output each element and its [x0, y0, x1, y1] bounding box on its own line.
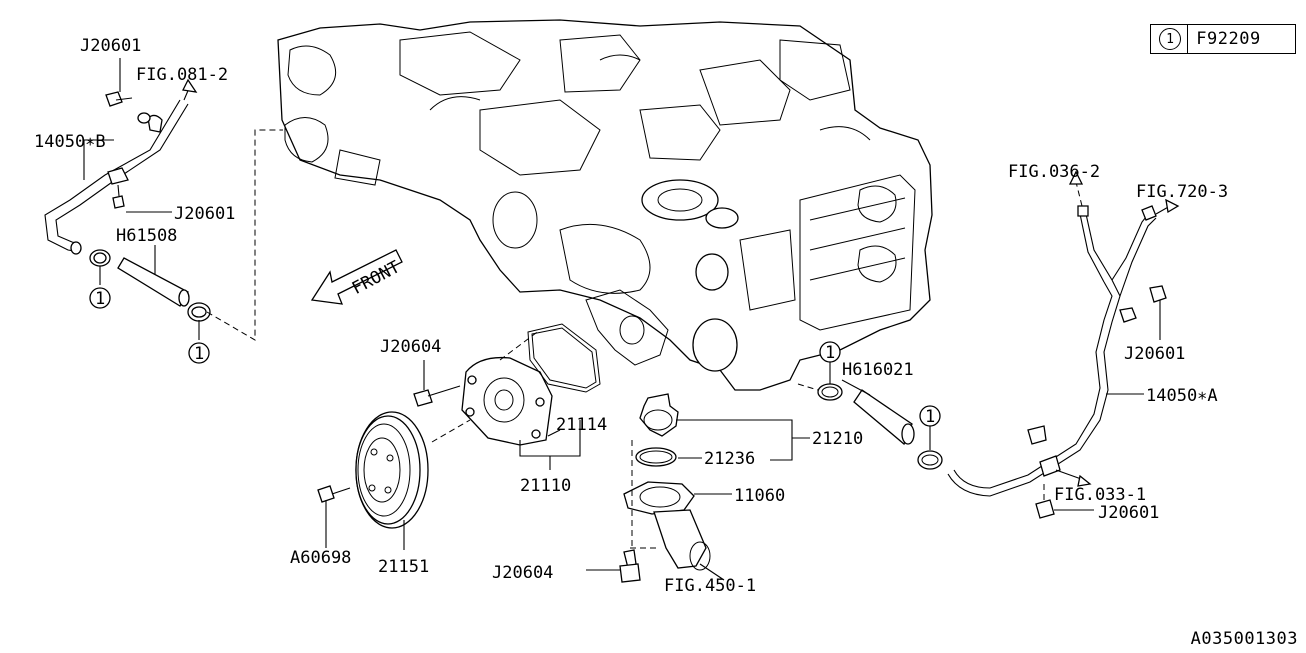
label-j20604-lower: J20604	[492, 563, 553, 583]
engine-block	[277, 19, 933, 391]
label-h61508: H61508	[116, 226, 177, 246]
water-pump-assembly	[317, 323, 601, 550]
label-14050a: 14050∗A	[1146, 386, 1218, 406]
part-labels: J20601 FIG.081-2 14050∗B J20601 H61508 J…	[34, 36, 1228, 596]
label-fig450: FIG.450-1	[664, 576, 756, 596]
label-21151: 21151	[378, 557, 429, 577]
callout-left-upper: 1	[95, 289, 105, 309]
thermostat-assembly	[586, 393, 810, 583]
label-11060: 11060	[734, 486, 785, 506]
right-hose-assembly	[797, 170, 1180, 519]
catalog-number: A035001303	[1190, 629, 1298, 649]
reference-box: 1 F92209	[1150, 24, 1296, 54]
label-j20601-right: J20601	[1124, 344, 1185, 364]
callout-markers: 1 1 1 1	[89, 287, 941, 427]
front-arrow: FRONT	[310, 249, 403, 305]
label-21110: 21110	[520, 476, 571, 496]
label-14050b: 14050∗B	[34, 132, 106, 152]
label-j20601-top: J20601	[80, 36, 141, 56]
label-j20601-mid: J20601	[174, 204, 235, 224]
left-hose-assembly	[44, 58, 283, 341]
reference-separator	[1187, 25, 1189, 53]
reference-number: 1	[1159, 28, 1181, 50]
label-fig081: FIG.081-2	[136, 65, 228, 85]
callout-right-lower: 1	[925, 407, 935, 427]
label-j20604-upper: J20604	[380, 337, 441, 357]
label-fig720: FIG.720-3	[1136, 182, 1228, 202]
label-21236: 21236	[704, 449, 755, 469]
label-a60698: A60698	[290, 548, 351, 568]
callout-right-upper: 1	[825, 343, 835, 363]
label-21114: 21114	[556, 415, 607, 435]
callout-left-lower: 1	[194, 344, 204, 364]
label-fig036: FIG.036-2	[1008, 162, 1100, 182]
reference-code: F92209	[1196, 29, 1261, 49]
label-j20601-lower: J20601	[1098, 503, 1159, 523]
label-fig033: FIG.033-1	[1054, 485, 1146, 505]
label-21210: 21210	[812, 429, 863, 449]
label-h616021: H616021	[842, 360, 914, 380]
